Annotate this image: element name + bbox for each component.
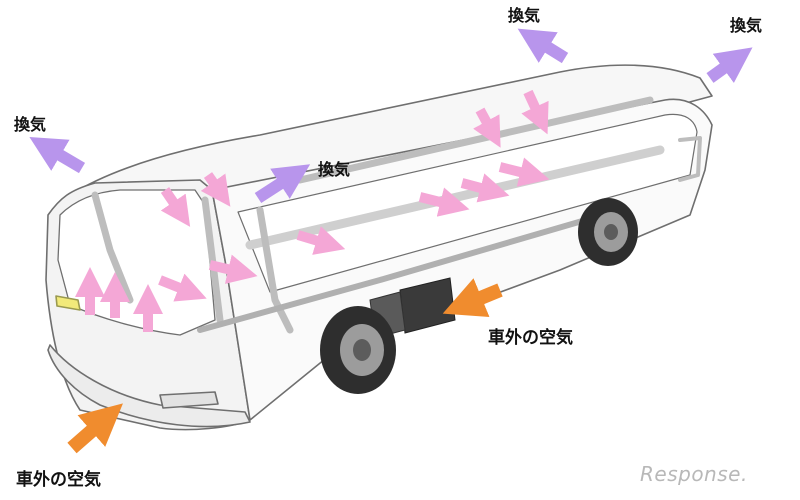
rear-wheel — [578, 198, 638, 266]
airflow-arrow-mid-4-icon — [498, 157, 550, 187]
bus-roof — [69, 64, 713, 196]
bus-headlight-right — [55, 295, 81, 311]
rear-cooler — [678, 136, 702, 182]
label-exhaust-left: 換気 — [14, 115, 47, 134]
exhaust-arrow-top-icon — [517, 28, 569, 64]
frame-pillar-3 — [256, 206, 294, 334]
label-intake-side: 車外の空気 — [488, 328, 573, 348]
exhaust-arrow-left-icon — [29, 137, 86, 174]
airflow-arrow-front-4-icon — [158, 273, 207, 302]
airflow-arrow-mid-3-icon — [460, 173, 510, 203]
hvac-unit — [369, 277, 456, 339]
airflow-arrow-roof-2-icon — [521, 89, 549, 135]
airflow-arrow-mid-1-icon — [296, 226, 346, 255]
chassis-rail — [197, 207, 623, 333]
bus-bumper — [47, 344, 251, 428]
intake-arrow-front-icon — [67, 403, 123, 454]
frame-pillar-2 — [201, 196, 224, 324]
label-exhaust-roof: 換気 — [318, 160, 351, 179]
airflow-arrow-cab-2-icon — [200, 172, 231, 207]
airflow-arrow-cab-1-icon — [160, 187, 191, 227]
label-exhaust-top: 換気 — [508, 6, 541, 25]
bus-headlight-left — [159, 391, 219, 409]
airflow-arrow-mid-2-icon — [418, 187, 470, 217]
response-watermark: Response. — [640, 462, 748, 486]
intake-arrow-side-icon — [442, 278, 503, 318]
interior-airflow-arrows — [75, 89, 550, 332]
intake-arrows — [67, 278, 503, 454]
airflow-arrow-cab-3-icon — [208, 254, 258, 284]
label-intake-front: 車外の空気 — [16, 470, 101, 490]
exhaust-arrow-rear-icon — [706, 47, 753, 84]
exhaust-arrows — [29, 28, 753, 204]
label-exhaust-rear: 換気 — [730, 16, 763, 35]
front-wheel — [320, 306, 396, 394]
airflow-arrow-roof-1-icon — [473, 107, 501, 148]
exhaust-arrow-roof-icon — [254, 164, 311, 204]
